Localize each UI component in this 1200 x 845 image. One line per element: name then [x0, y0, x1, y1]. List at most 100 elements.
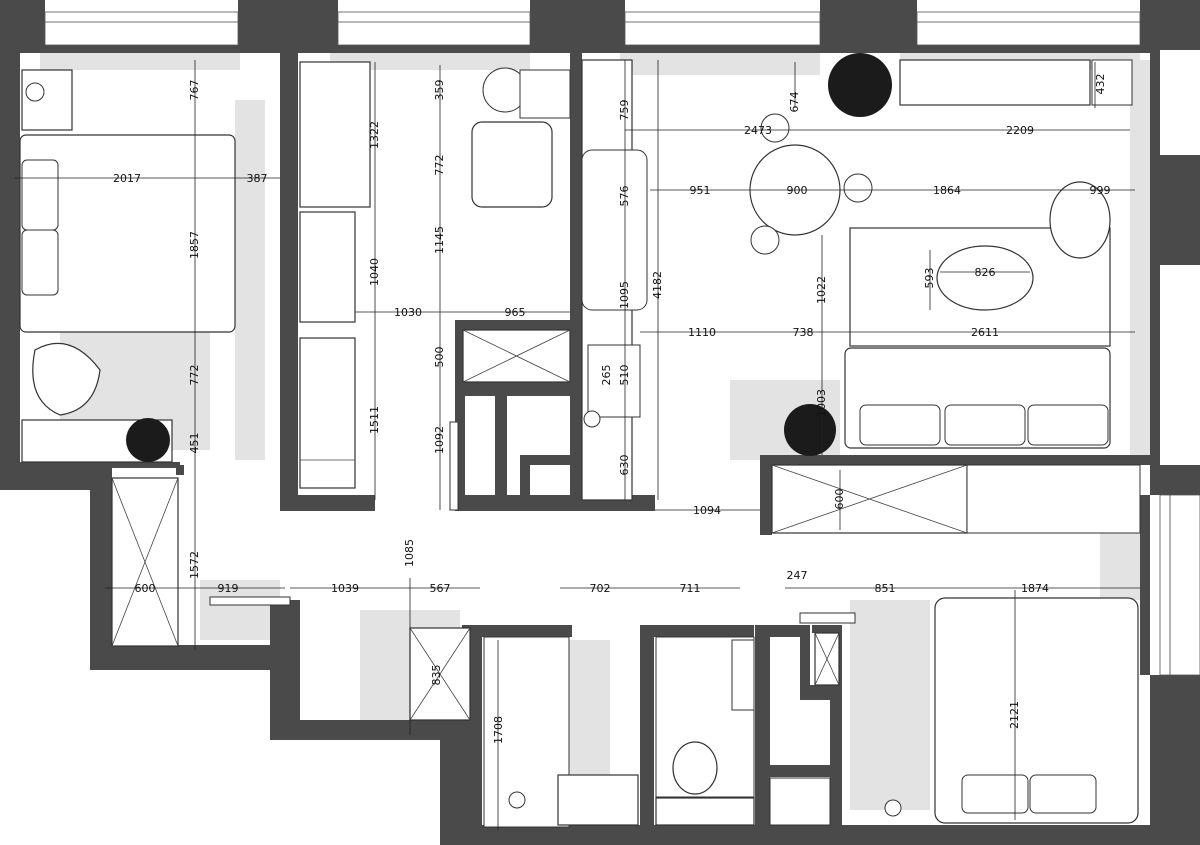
dim-label: 2017	[113, 172, 141, 185]
dim-label: 1572	[188, 551, 201, 579]
shoe-cabinet	[966, 464, 1141, 534]
dim-label: 1708	[492, 716, 505, 744]
cabinet	[769, 777, 831, 826]
dim-label: 674	[788, 92, 801, 113]
armchair	[471, 121, 553, 208]
dim-label: 387	[247, 172, 268, 185]
dim-label: 759	[618, 100, 631, 121]
cabinet	[299, 61, 371, 208]
dim-label: 835	[430, 665, 443, 686]
door	[209, 596, 291, 606]
dim-label: 359	[433, 80, 446, 101]
dim-label: 1040	[368, 258, 381, 286]
dimension-labels: 767 2017 387 1857 772 451 1572 600 919 1…	[113, 74, 1111, 745]
dim-label: 600	[833, 489, 846, 510]
dim-label: 1874	[1021, 582, 1049, 595]
faucet-icon	[583, 410, 601, 428]
dim-label: 702	[590, 582, 611, 595]
lamp-icon	[884, 799, 902, 817]
dim-label: 1322	[368, 121, 381, 149]
windows	[44, 11, 1200, 676]
dim-label: 265	[600, 365, 613, 386]
dim-label: 1022	[815, 276, 828, 304]
dim-label: 919	[218, 582, 239, 595]
chair	[843, 173, 873, 203]
armchair	[32, 342, 101, 416]
dim-label: 1145	[433, 226, 446, 254]
pillow	[21, 159, 59, 231]
dim-label: 1092	[433, 426, 446, 454]
dim-label: 1030	[394, 306, 422, 319]
dim-label: 432	[1094, 74, 1107, 95]
sofa-bed	[299, 337, 356, 489]
dim-label: 2121	[1008, 701, 1021, 729]
dim-label: 630	[618, 455, 631, 476]
dim-label: 965	[505, 306, 526, 319]
pillow	[961, 774, 1029, 814]
dim-label: 576	[618, 186, 631, 207]
desk	[299, 211, 356, 323]
shelf	[731, 639, 755, 711]
dim-label: 851	[875, 582, 896, 595]
speaker	[1091, 59, 1133, 106]
sofa-cushion	[859, 404, 941, 446]
dim-label: 1511	[368, 406, 381, 434]
sofa-cushion	[944, 404, 1026, 446]
dim-label: 1110	[688, 326, 716, 339]
coffee-table	[936, 245, 1034, 311]
door	[449, 421, 459, 511]
door	[799, 612, 856, 624]
dim-label: 900	[787, 184, 808, 197]
drain-icon	[508, 791, 526, 809]
dim-label: 711	[680, 582, 701, 595]
double-bed	[19, 134, 236, 333]
nightstand	[21, 69, 73, 131]
dim-label: 451	[188, 433, 201, 454]
dim-label: 2473	[744, 124, 772, 137]
dim-label: 738	[793, 326, 814, 339]
counter-extension	[581, 149, 648, 311]
dim-label: 2209	[1006, 124, 1034, 137]
dim-label: 772	[433, 155, 446, 176]
dim-label: 500	[433, 347, 446, 368]
shelf	[519, 69, 571, 119]
chair	[750, 225, 780, 255]
dim-label: 567	[430, 582, 451, 595]
lamp-icon	[25, 82, 45, 102]
sink	[587, 344, 641, 418]
dim-label: 1039	[331, 582, 359, 595]
dim-label: 510	[618, 365, 631, 386]
dim-label: 826	[975, 266, 996, 279]
chair	[760, 113, 790, 143]
pillow	[1029, 774, 1097, 814]
dim-label: 1094	[693, 504, 721, 517]
double-bed	[934, 597, 1139, 824]
dim-label: 772	[188, 365, 201, 386]
plant-icon	[126, 418, 170, 462]
tv-unit	[899, 59, 1091, 106]
dim-label: 767	[188, 80, 201, 101]
left-bedroom	[19, 69, 291, 647]
sofa-cushion	[1027, 404, 1109, 446]
dimension-lines	[15, 60, 1140, 830]
dim-label: 1003	[815, 389, 828, 417]
dim-label: 1095	[618, 281, 631, 309]
dim-label: 593	[923, 268, 936, 289]
dim-label: 999	[1090, 184, 1111, 197]
washbasin	[557, 774, 639, 826]
toilet	[672, 741, 718, 795]
kitchen	[581, 59, 648, 501]
sink-counter	[655, 797, 755, 826]
dim-label: 951	[690, 184, 711, 197]
dim-label: 1085	[403, 539, 416, 567]
dim-label: 247	[787, 569, 808, 582]
right-bedroom	[799, 597, 1139, 824]
living-room	[749, 53, 1141, 534]
pillow	[21, 229, 59, 296]
dim-label: 4182	[651, 271, 664, 299]
dim-label: 1857	[188, 231, 201, 259]
dim-label: 1864	[933, 184, 961, 197]
study-room	[299, 61, 571, 511]
